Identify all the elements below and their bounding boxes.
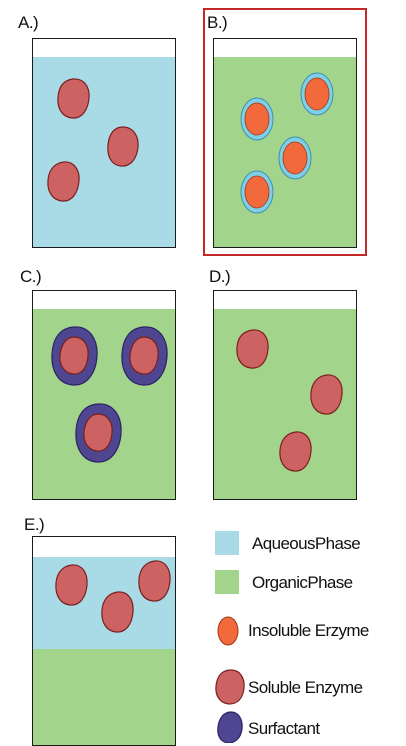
soluble-enzyme [57,78,90,119]
soluble-enzyme [55,564,88,606]
legend-label-insoluble-enzyme: Insoluble Erzyme [248,621,369,640]
water-coated-enzyme [240,97,274,141]
organic-swatch [215,570,239,594]
water-coated-enzyme [278,136,312,180]
soluble-enzyme [107,126,139,167]
panel-e-label: E.) [24,515,45,534]
legend-label-soluble-enzyme: Soluble Enzyme [248,678,363,697]
insoluble-enzyme-icon [217,616,239,646]
panel-b-selection-frame [203,8,367,256]
soluble-enzyme [47,161,80,202]
soluble-enzyme-icon [215,669,245,705]
soluble-enzyme [236,329,269,369]
panel-a-beaker [32,38,176,248]
panel-e-organic-phase [33,649,175,745]
panel-e-enzymes [55,560,171,633]
soluble-enzyme [101,591,134,633]
panel-b-enzymes [240,72,334,214]
aqueous-swatch [215,531,239,555]
soluble-enzyme [310,374,343,415]
water-coated-enzyme [240,170,274,214]
water-coated-enzyme [300,72,334,116]
panel-d-label: D.) [209,267,231,286]
legend-label-organic-phase: OrganicPhase [252,573,353,592]
surfactant-coated-enzyme [121,326,168,386]
surfactant-coated-enzyme [75,403,122,463]
panel-c-enzymes [51,326,168,463]
surfactant-coated-enzyme [51,326,98,386]
panel-a-label: A.) [18,13,39,32]
legend-label-aqueous-phase: AqueousPhase [252,534,361,553]
panel-b-label: B.) [207,13,228,32]
legend-label-surfactant: Surfactant [248,719,320,738]
panel-d-enzymes [236,329,343,472]
soluble-enzyme [138,560,171,602]
surfactant-icon [217,711,243,743]
panel-c-label: C.) [20,267,42,286]
soluble-enzyme [279,431,312,472]
legend-icons [215,531,245,743]
panel-a-aqueous-phase [33,57,175,247]
panel-a-enzymes [47,78,139,202]
